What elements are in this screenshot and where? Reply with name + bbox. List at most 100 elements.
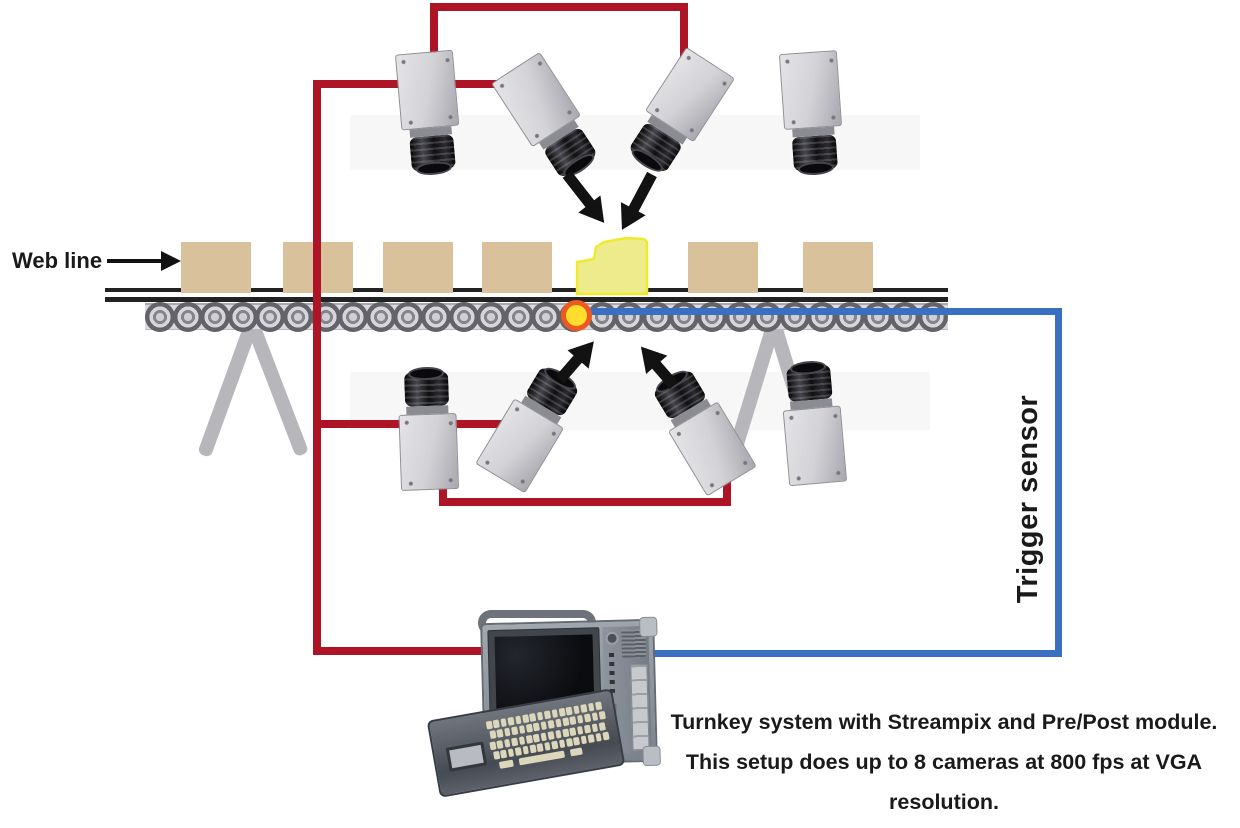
- caption-line-2: This setup does up to 8 cameras at 800 f…: [685, 750, 1203, 814]
- conveyor-roller: [283, 302, 313, 332]
- web-line-arrowhead-icon: [161, 251, 181, 271]
- keyboard-key: [489, 730, 497, 740]
- conveyor-roller: [503, 302, 534, 332]
- camera-view-arrow-down-left-icon: [628, 171, 657, 213]
- blue-cable-from-sensor: [577, 308, 1062, 315]
- keyboard-key: [529, 744, 537, 754]
- blue-cable-riser: [1055, 308, 1062, 657]
- red-cable-top-drop-1: [430, 3, 438, 62]
- keyboard-key: [547, 730, 555, 740]
- camera-lens-icon: [791, 134, 838, 172]
- keyboard-key: [580, 735, 588, 745]
- keyboard: [485, 700, 618, 779]
- keyboard-key: [558, 707, 566, 717]
- product-box: [803, 242, 873, 293]
- keyboard-key: [598, 711, 606, 721]
- trigger-sensor-marker: [561, 300, 592, 331]
- keyboard-key: [522, 745, 530, 755]
- keyboard-key: [496, 729, 504, 739]
- turnkey-computer: [426, 608, 692, 800]
- camera-view-arrow-down-right-icon: [562, 171, 595, 208]
- keyboard-key: [485, 720, 493, 730]
- keyboard-key: [533, 733, 540, 743]
- product-box: [181, 242, 251, 293]
- keyboard-key: [489, 741, 497, 751]
- product-box: [383, 242, 453, 293]
- camera-lens-icon: [786, 364, 833, 403]
- caption-line-1: Turnkey system with Streampix and Pre/Po…: [670, 710, 1218, 734]
- red-cable-loop-left: [439, 476, 447, 506]
- keyboard-key: [565, 706, 573, 716]
- keyboard-key: [540, 732, 548, 742]
- keyboard-key: [594, 701, 602, 711]
- keyboard-key: [573, 705, 581, 715]
- camera-body: [398, 412, 460, 491]
- keyboard-key: [576, 725, 584, 735]
- keyboard-key: [493, 751, 500, 760]
- keyboard-key: [525, 724, 533, 734]
- conveyor-roller: [227, 302, 258, 332]
- conveyor-roller: [917, 302, 948, 332]
- keyboard-key: [496, 739, 504, 749]
- blue-cable-to-computer: [640, 650, 1062, 657]
- conveyor-roller: [614, 302, 645, 332]
- bottom-camera-4: [776, 361, 850, 487]
- keyboard-key: [507, 716, 515, 726]
- conveyor-roller: [862, 302, 893, 332]
- camera-body: [778, 50, 843, 130]
- keyboard-key: [547, 720, 555, 730]
- conveyor-roller: [172, 302, 203, 332]
- web-line-label: Web line: [12, 248, 103, 273]
- keyboard-key: [584, 713, 592, 723]
- keyboard-key: [576, 715, 584, 725]
- keyboard-key: [569, 716, 577, 726]
- keyboard-key: [562, 717, 570, 727]
- conveyor-roller: [779, 302, 810, 332]
- keyboard-key: [558, 739, 566, 749]
- belt-line-bottom: [105, 297, 948, 302]
- trigger-sensor-label: Trigger sensor: [1012, 394, 1044, 604]
- conveyor-roller: [476, 302, 507, 332]
- caption: Turnkey system with Streampix and Pre/Po…: [648, 702, 1240, 822]
- top-camera-4: [776, 50, 848, 174]
- top-camera-1: [392, 49, 466, 174]
- trackpad: [445, 741, 488, 772]
- red-cable-loop-bottom: [439, 498, 731, 506]
- bottom-camera-1: [394, 369, 462, 491]
- keyboard-key: [544, 742, 551, 751]
- keyboard-key: [595, 733, 602, 742]
- conveyor-roller: [697, 302, 727, 332]
- keyboard-key: [555, 719, 562, 728]
- keyboard-key: [498, 759, 514, 769]
- conveyor-roller: [145, 302, 175, 332]
- corner-bumper: [639, 616, 658, 638]
- keyboard-key: [543, 710, 551, 720]
- conveyor-roller: [393, 302, 424, 332]
- keyboard-key: [587, 734, 595, 744]
- conveyor-roller: [890, 302, 921, 332]
- product-box: [482, 242, 552, 293]
- keyboard-key: [569, 727, 577, 736]
- conveyor-roller: [669, 302, 700, 332]
- keyboard-key: [507, 748, 515, 758]
- keyboard-key: [584, 724, 591, 734]
- red-cable-loop-right: [723, 476, 731, 506]
- camera-lens-icon: [403, 371, 450, 407]
- keyboard-key: [533, 722, 541, 732]
- keyboard-key: [551, 740, 559, 750]
- conveyor-roller: [531, 302, 562, 332]
- red-cable-to-computer: [313, 647, 503, 655]
- conveyor-roller: [200, 302, 231, 332]
- camera-body: [782, 405, 848, 487]
- keyboard-key: [511, 726, 519, 736]
- power-button-icon: [605, 631, 619, 646]
- conveyor-roller: [807, 302, 838, 332]
- keyboard-key: [587, 702, 595, 712]
- conveyor-roller: [338, 302, 369, 332]
- camera-body: [394, 49, 460, 131]
- keyboard-key: [536, 743, 544, 753]
- product-box: [688, 242, 758, 293]
- conveyor-roller: [421, 302, 451, 332]
- conveyor-roller: [448, 302, 479, 332]
- keyboard-key: [504, 728, 511, 737]
